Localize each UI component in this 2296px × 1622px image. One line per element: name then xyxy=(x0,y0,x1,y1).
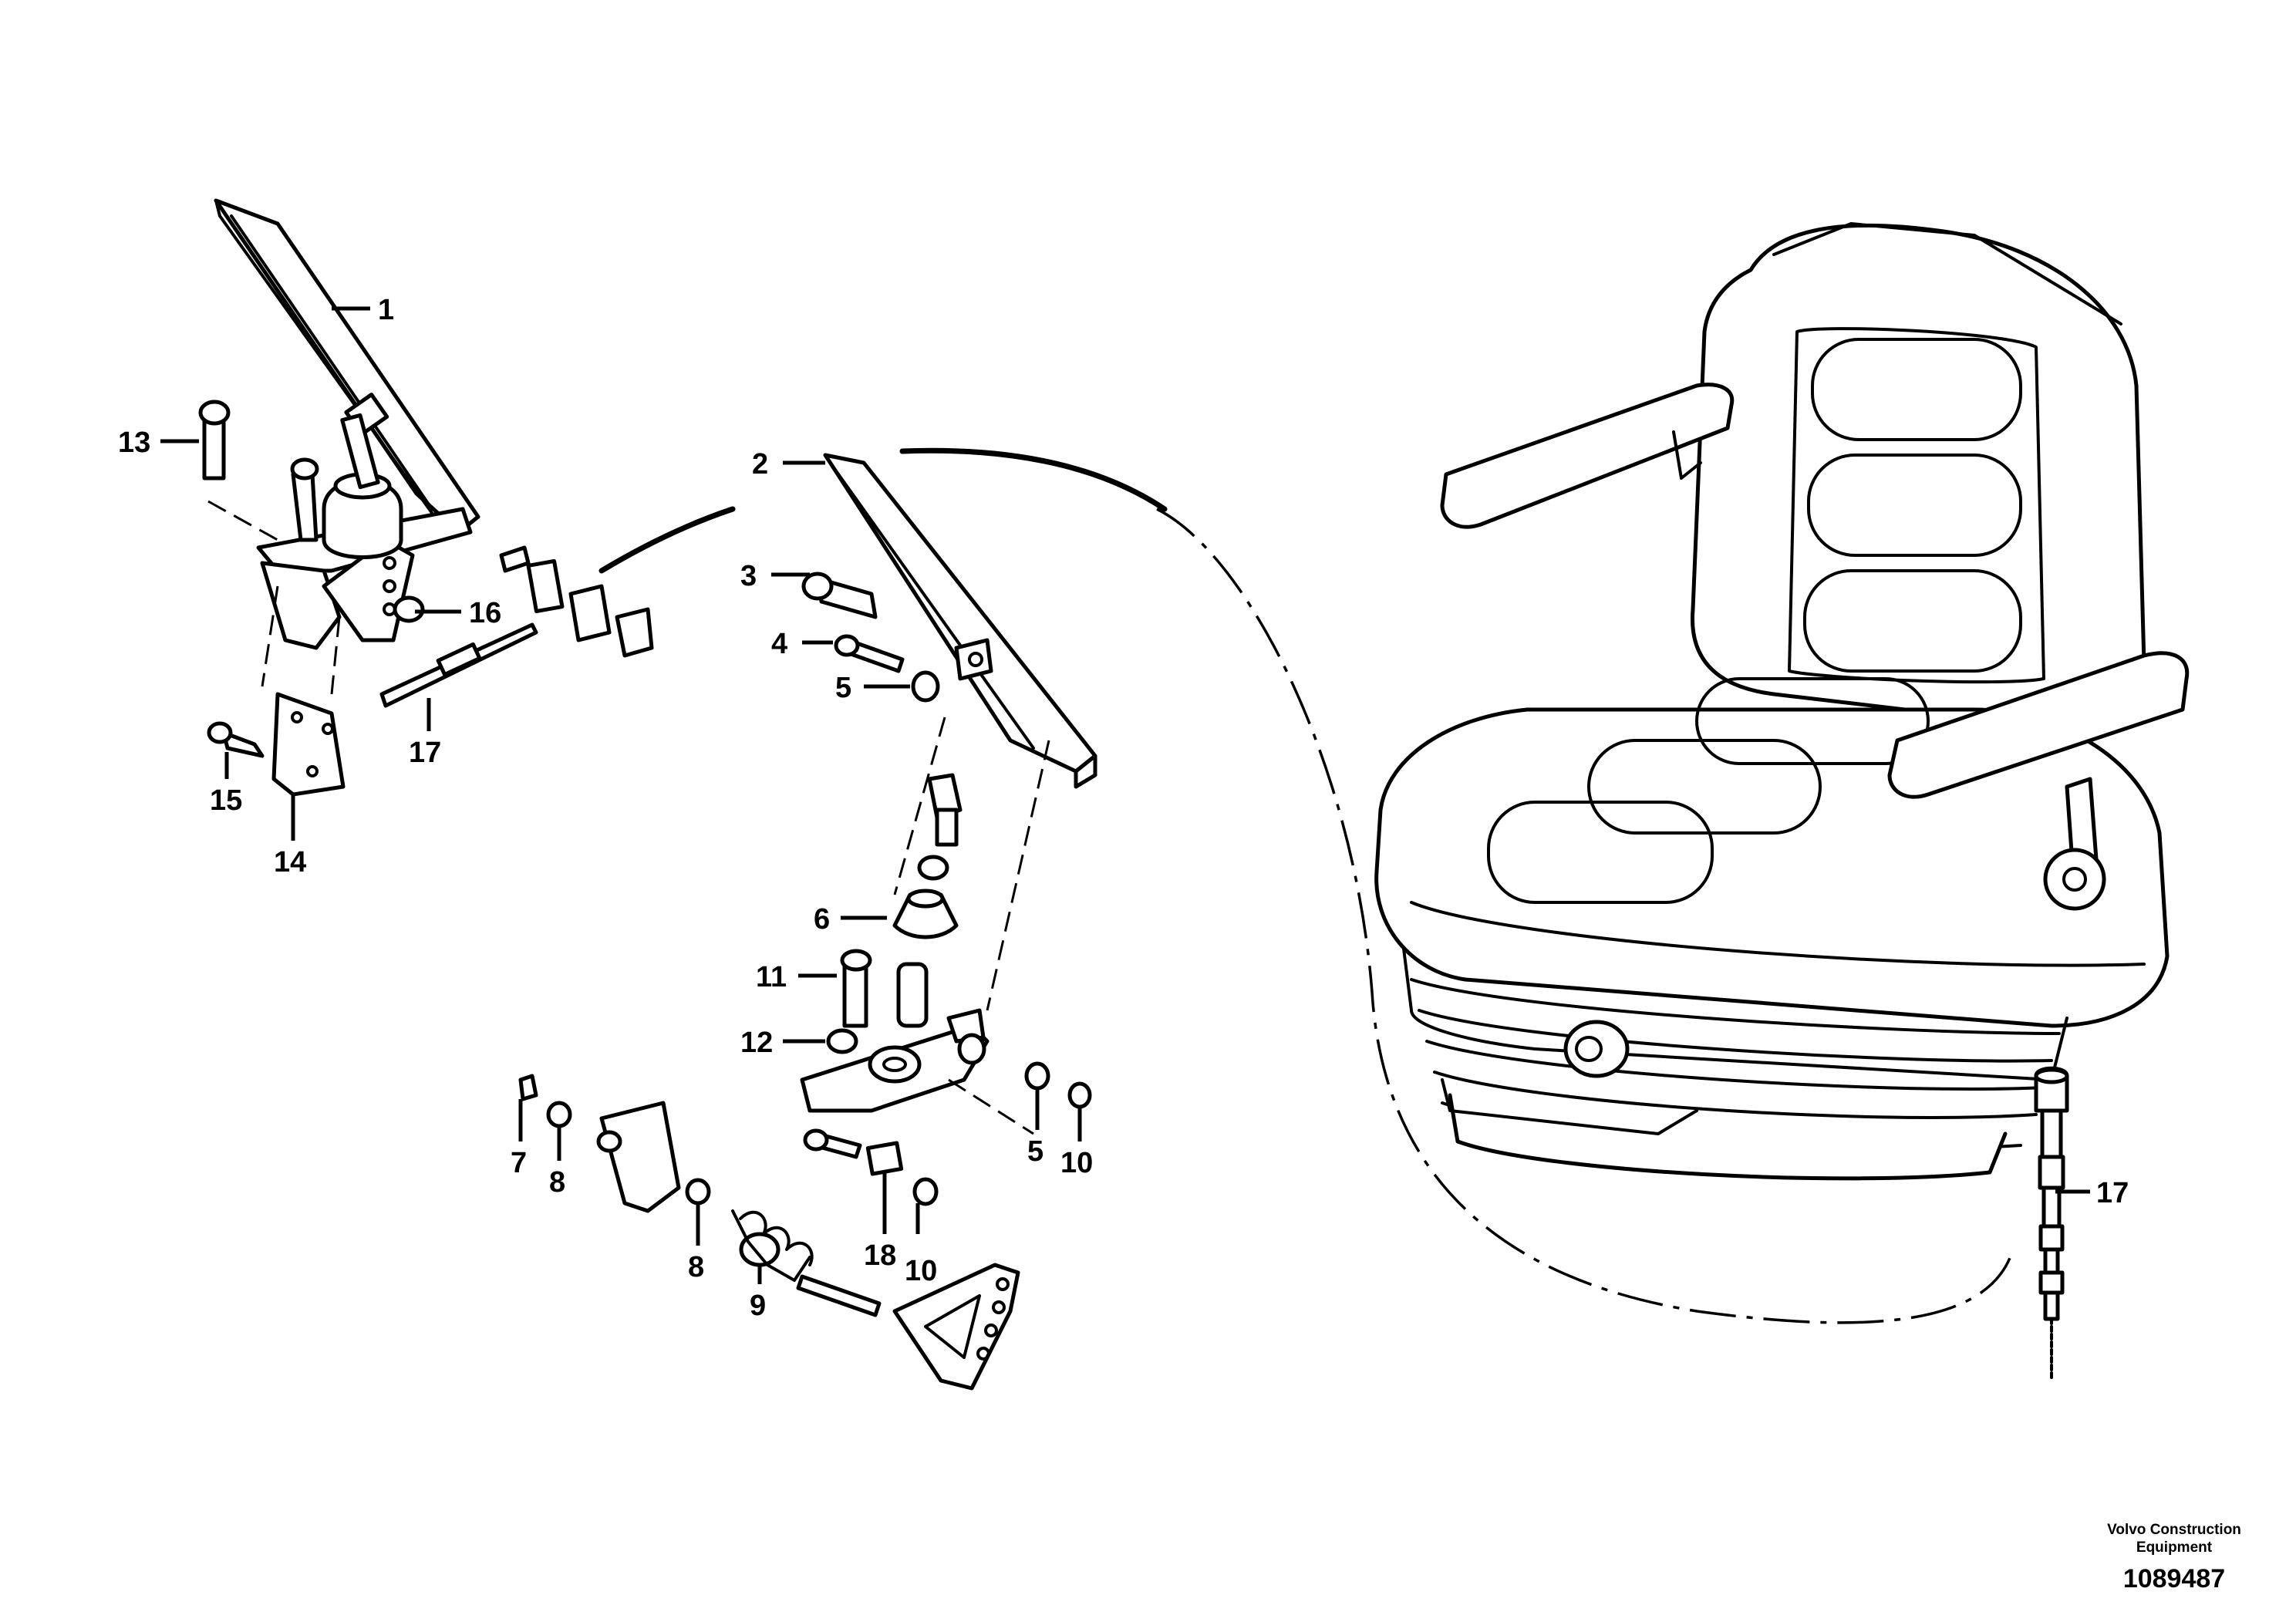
accelerator-pedal-left xyxy=(198,198,736,797)
callout-11: 11 xyxy=(756,961,787,993)
operator-seat xyxy=(899,222,2190,1324)
callout-12: 12 xyxy=(740,1027,773,1059)
callout-10-right: 10 xyxy=(1060,1147,1093,1179)
callout-16: 16 xyxy=(469,597,501,629)
callout-10-lower: 10 xyxy=(905,1255,937,1287)
callout-5-lower: 5 xyxy=(1027,1135,1043,1168)
callout-labels: 1 2 3 4 5 5 6 7 8 8 9 10 10 11 12 13 14 … xyxy=(118,294,2129,1322)
callout-15: 15 xyxy=(210,784,242,817)
callout-3: 3 xyxy=(740,560,757,592)
callout-6: 6 xyxy=(814,903,830,936)
throttle-cable-assembly xyxy=(2034,1066,2069,1382)
callout-18: 18 xyxy=(864,1239,896,1272)
callout-14: 14 xyxy=(274,846,306,878)
callout-17-right: 17 xyxy=(2096,1177,2129,1209)
callout-9: 9 xyxy=(750,1290,766,1322)
callout-8-right: 8 xyxy=(688,1251,704,1283)
callout-1: 1 xyxy=(378,294,394,326)
callout-5-upper: 5 xyxy=(835,672,851,704)
accelerator-pedal-exploded xyxy=(518,453,1097,1391)
callout-8-left: 8 xyxy=(549,1166,565,1199)
callout-leaders xyxy=(160,306,2090,1284)
callout-7: 7 xyxy=(511,1147,527,1179)
callout-2: 2 xyxy=(752,448,768,481)
brand-line-1: Volvo Construction xyxy=(2107,1522,2241,1538)
callout-17-left: 17 xyxy=(409,737,441,769)
brand-line-2: Equipment xyxy=(2136,1539,2213,1556)
drawing-number: 1089487 xyxy=(2123,1564,2225,1593)
callout-4: 4 xyxy=(771,628,787,660)
drawing-footer: Volvo Construction Equipment 1089487 xyxy=(2107,1522,2241,1593)
callout-13: 13 xyxy=(118,427,150,459)
